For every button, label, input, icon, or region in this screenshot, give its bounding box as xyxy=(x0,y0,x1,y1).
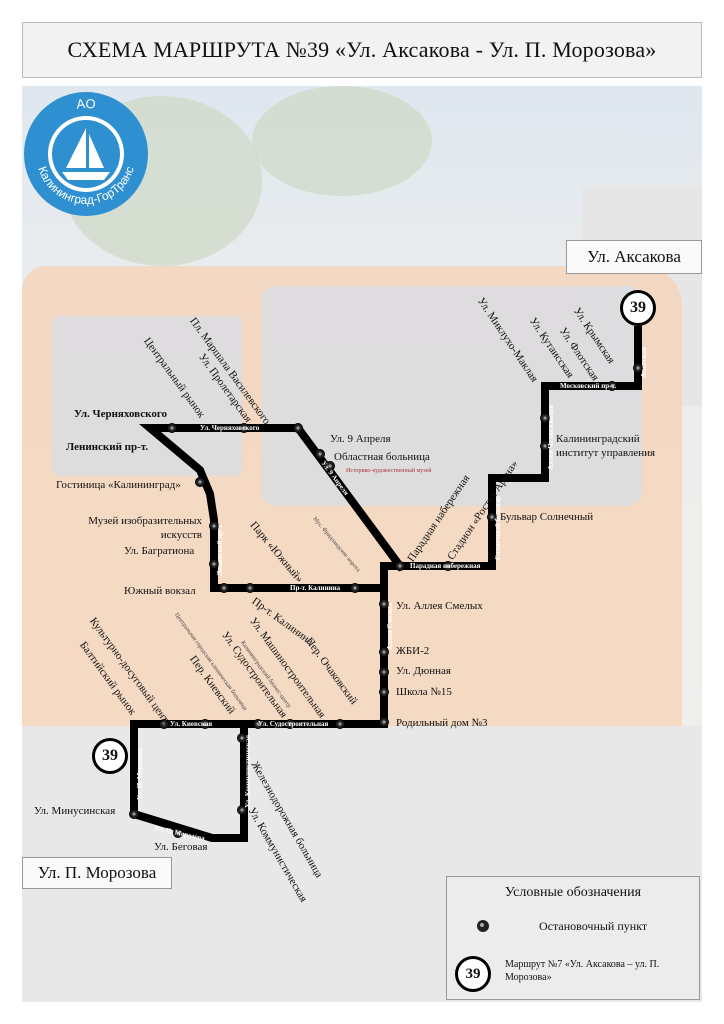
stop-label: Калининградский институт управления xyxy=(556,433,656,460)
stop-label: Областная больница xyxy=(334,451,430,463)
svg-text:АО: АО xyxy=(76,96,97,112)
map-legend: Условные обозначения Остановочный пункт … xyxy=(446,876,700,1000)
stop-label: Ул. Багратиона xyxy=(124,545,195,557)
street-label: Ленинский пр-т. xyxy=(216,523,224,576)
route-badge-start: 39 xyxy=(620,290,656,326)
stop-label: ЖБИ-2 xyxy=(396,645,430,657)
street-label: Парадная набережная xyxy=(410,562,481,570)
map-title: СХЕМА МАРШРУТА №39 «Ул. Аксакова - Ул. П… xyxy=(67,37,657,62)
street-label: Московский пр-т. xyxy=(560,382,617,390)
street-label: Ул. Судостроительная xyxy=(258,720,329,728)
street-label: Ул. Киевская xyxy=(170,720,213,728)
stop-label: Ул. Минусинская xyxy=(34,805,116,817)
map-title-box: СХЕМА МАРШРУТА №39 «Ул. Аксакова - Ул. П… xyxy=(22,22,702,78)
street-label: Ул. Черняховского xyxy=(200,424,260,432)
street-label: Аллея Челюскинцев xyxy=(547,404,555,470)
stop-markers xyxy=(129,363,643,838)
street-label: Аллея Смелых xyxy=(386,602,394,650)
stop-marker-cores xyxy=(132,366,640,835)
stop-label: Ул. 9 Апреля xyxy=(330,433,391,445)
stop-label: Ул. Аллея Смелых xyxy=(396,600,483,612)
legend-route-badge: 39 xyxy=(455,956,491,992)
street-label: Пр-т. Калинина xyxy=(290,584,341,592)
stop-label: Школа №15 xyxy=(396,686,452,698)
stop-label: Гостиница «Калининград» xyxy=(56,479,181,491)
landmark-label: Историко-художественный музей xyxy=(346,468,432,474)
stop-label: Музей изобразительных искусств xyxy=(88,515,202,542)
terminal-end-box: Ул. П. Морозова xyxy=(22,857,172,889)
company-logo: АО Калининград-ГорТранс xyxy=(24,92,148,216)
street-label: Флотская xyxy=(640,347,648,378)
stop-label: Ул. Беговая xyxy=(154,841,208,853)
route-badge-end: 39 xyxy=(92,738,128,774)
route-line xyxy=(130,326,642,842)
stop-label: Ленинский пр-т. xyxy=(66,441,149,453)
street-label: Ул. П. Морозова xyxy=(136,748,144,800)
stop-label: Бульвар Солнечный xyxy=(500,511,594,523)
terminal-start-label: Ул. Аксакова xyxy=(587,247,681,266)
terminal-start-box: Ул. Аксакова xyxy=(566,240,702,274)
background-tree xyxy=(252,86,432,196)
stop-label: Родильный дом №3 xyxy=(396,717,488,729)
stop-marker-icon xyxy=(477,920,489,932)
stop-label: Ул. Черняховского xyxy=(74,408,168,420)
legend-title: Условные обозначения xyxy=(504,885,642,900)
street-label: Солнечный бульвар xyxy=(494,496,502,560)
stop-label: Ул. Дюнная xyxy=(396,665,451,677)
legend-stop-text: Остановочный пункт xyxy=(539,919,648,933)
terminal-end-label: Ул. П. Морозова xyxy=(37,863,157,882)
sailboat-icon xyxy=(62,128,110,180)
legend-route-text: Маршрут №7 «Ул. Аксакова – ул. П. Морозо… xyxy=(505,959,660,983)
bus-side-window xyxy=(52,316,242,476)
logo-top-text: АО xyxy=(76,96,97,112)
stop-label: Южный вокзал xyxy=(124,585,196,597)
